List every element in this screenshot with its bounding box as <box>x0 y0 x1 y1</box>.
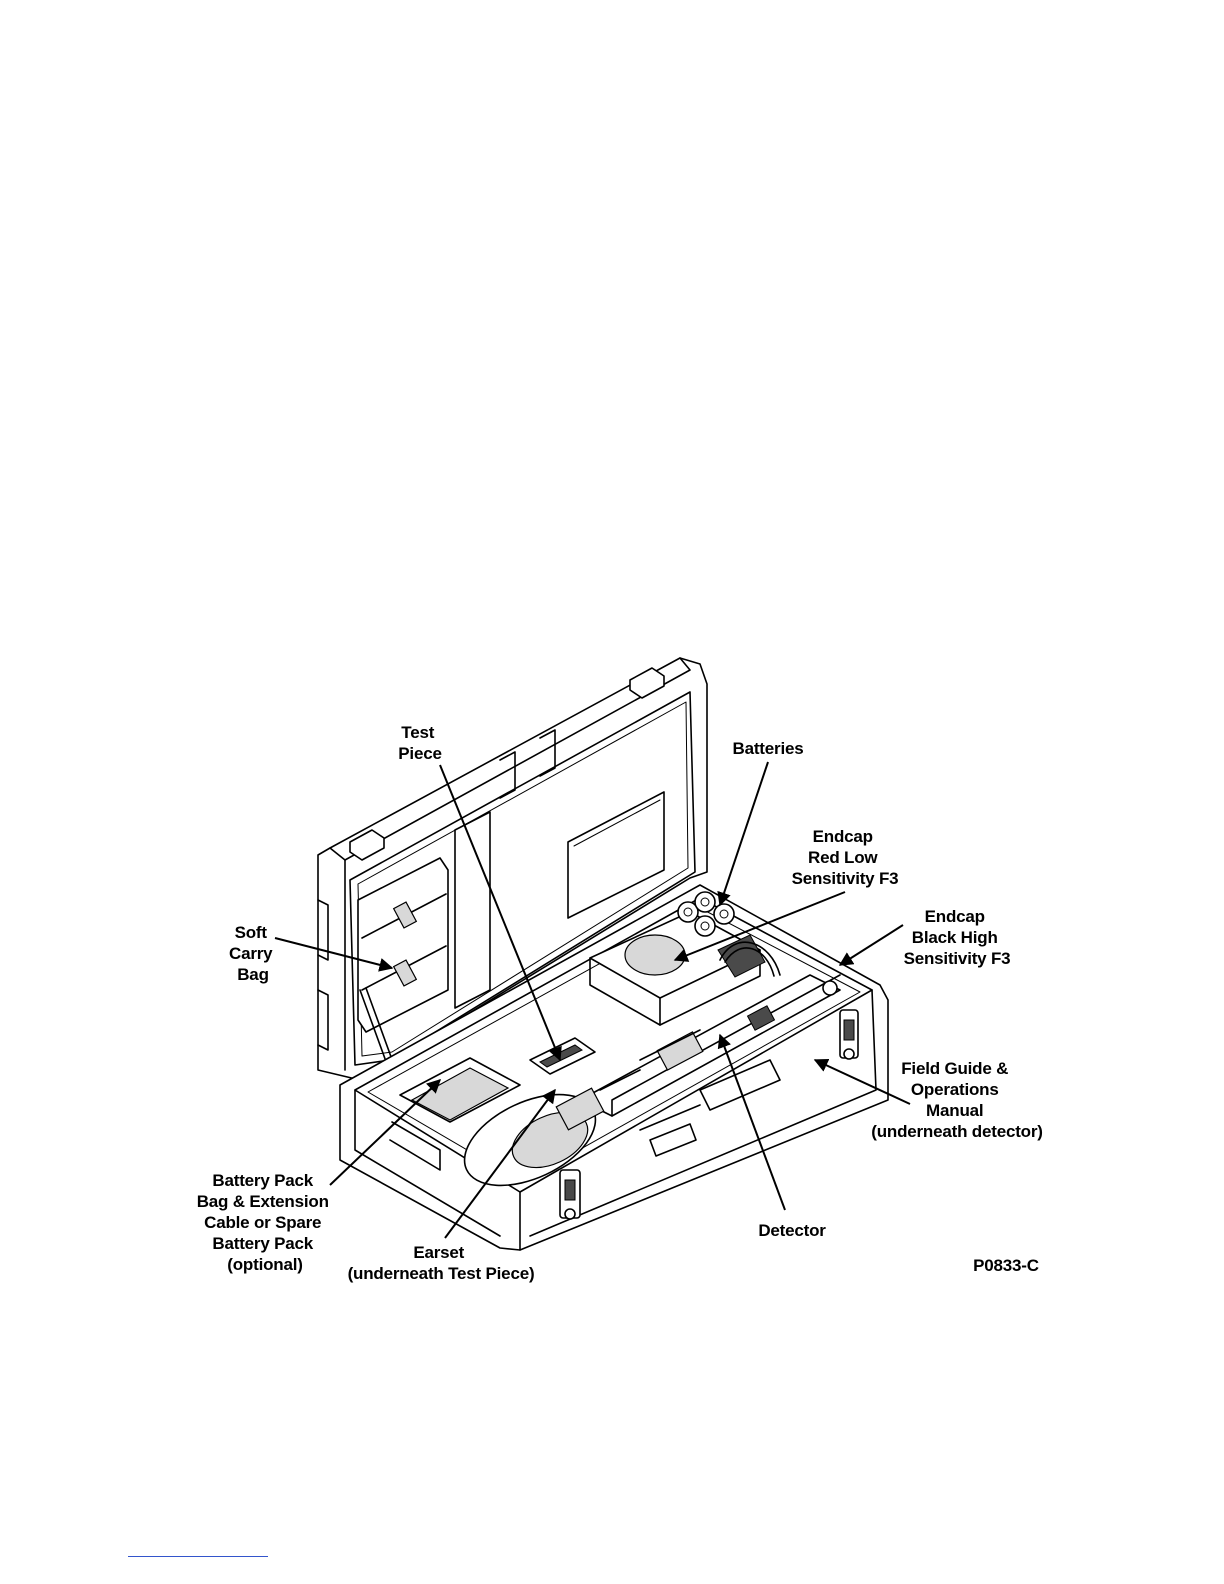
side-latch <box>840 1010 858 1059</box>
label-detector: Detector <box>758 1221 826 1240</box>
label-figure-id: P0833-C <box>973 1256 1039 1275</box>
leader-endcap-black <box>840 925 903 965</box>
label-endcap-black: Endcap Black High Sensitivity F3 <box>904 907 1011 968</box>
footer-rule <box>128 1556 268 1557</box>
label-field-guide: Field Guide & Operations Manual (underne… <box>871 1059 1042 1141</box>
leader-batteries <box>720 762 768 905</box>
label-soft-carry-bag: Soft Carry Bag <box>229 923 277 984</box>
front-latch <box>560 1170 580 1219</box>
label-endcap-red: Endcap Red Low Sensitivity F3 <box>792 827 899 888</box>
label-batteries: Batteries <box>733 739 804 758</box>
label-test-piece: Test Piece <box>398 723 441 763</box>
label-battery-pack: Battery Pack Bag & Extension Cable or Sp… <box>197 1171 334 1274</box>
